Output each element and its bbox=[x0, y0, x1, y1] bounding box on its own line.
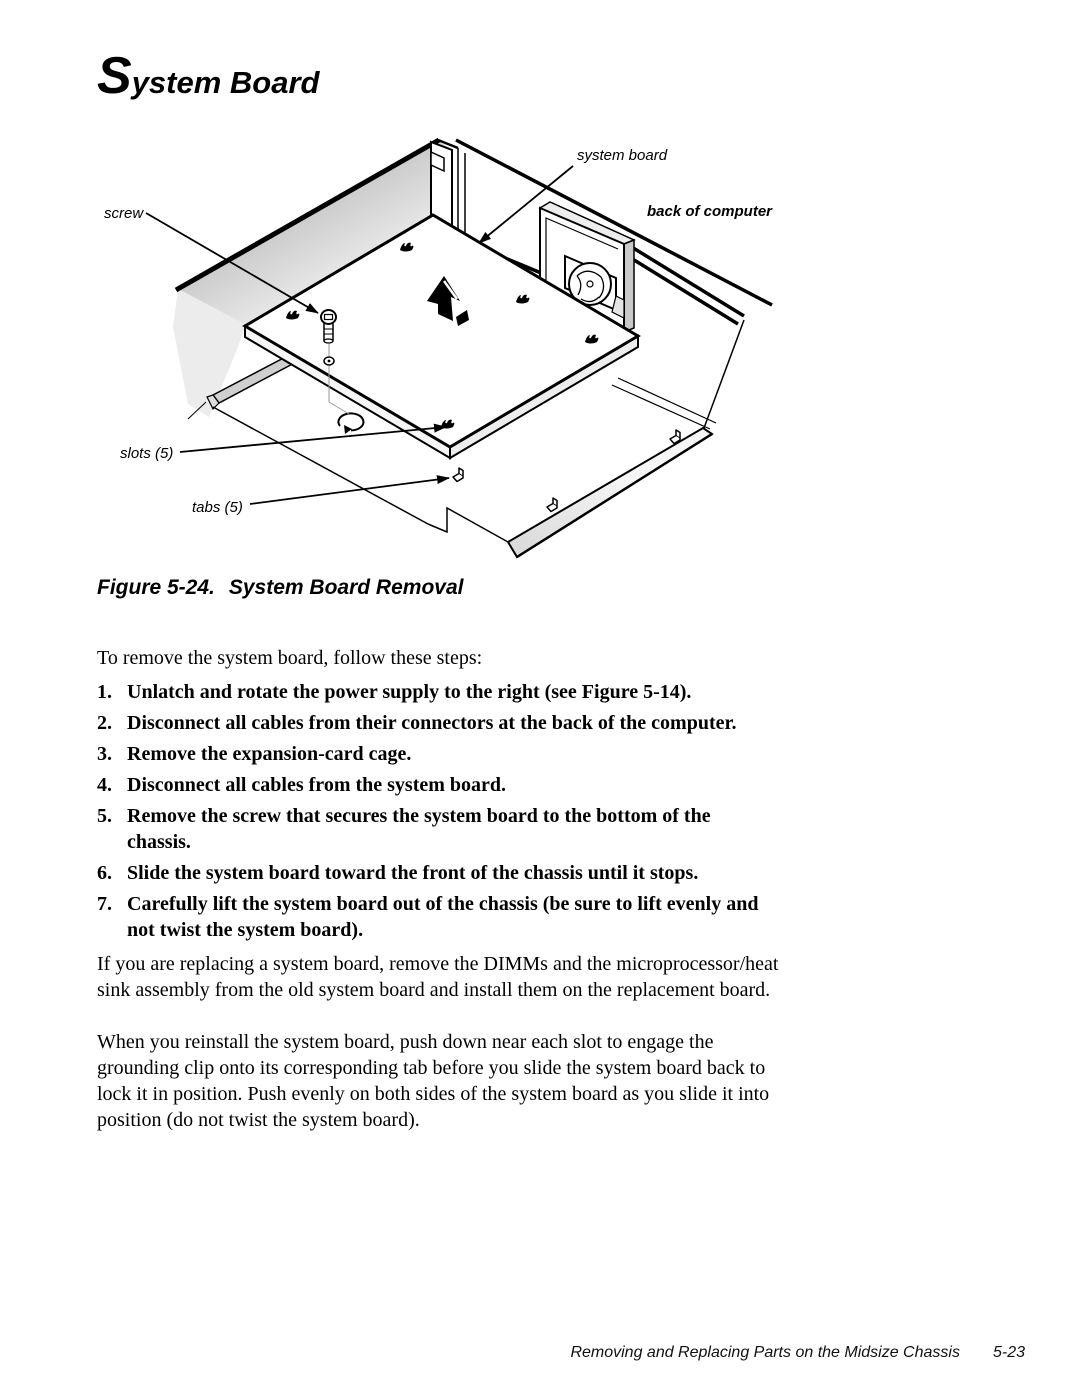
grounding-screw-hole bbox=[337, 412, 365, 435]
leader-screw bbox=[145, 212, 319, 314]
system-board bbox=[242, 213, 641, 460]
system-board-removal-illustration: screw system board back of computer slot… bbox=[104, 137, 773, 559]
step-item-5: Remove the screw that secures the system… bbox=[97, 803, 711, 853]
figure-caption-number: Figure 5-24. bbox=[97, 576, 215, 599]
label-tabs: tabs (5) bbox=[192, 499, 243, 516]
reinstall-note-paragraph: When you reinstall the system board, pus… bbox=[97, 1031, 770, 1131]
step-item-1: Unlatch and rotate the power supply to t… bbox=[97, 679, 692, 705]
floor-front-wall bbox=[506, 426, 714, 559]
step-item-2: Disconnect all cables from their connect… bbox=[97, 710, 737, 736]
label-screw: screw bbox=[104, 205, 144, 222]
page-footer: Removing and Replacing Parts on the Mids… bbox=[570, 1344, 1025, 1362]
figure-caption: Figure 5-24. System Board Removal bbox=[97, 576, 463, 600]
step-item-7: Carefully lift the system board out of t… bbox=[97, 891, 759, 941]
tab bbox=[669, 429, 681, 445]
footer-page-number: 5-23 bbox=[992, 1344, 1025, 1361]
step-item-4: Disconnect all cables from the system bo… bbox=[97, 772, 507, 798]
step-item-3: Remove the expansion-card cage. bbox=[97, 741, 412, 767]
tab bbox=[546, 497, 558, 513]
page-title-initial: S bbox=[97, 47, 132, 105]
leader-lines bbox=[145, 165, 574, 505]
chassis-floor bbox=[187, 235, 745, 559]
figure-caption-title: System Board Removal bbox=[228, 576, 464, 599]
label-slots: slots (5) bbox=[120, 445, 173, 462]
footer-chapter-title: Removing and Replacing Parts on the Mids… bbox=[570, 1344, 960, 1361]
label-system-board: system board bbox=[577, 147, 668, 164]
chassis-side-panel bbox=[173, 137, 773, 417]
intro-paragraph: To remove the system board, follow these… bbox=[97, 647, 483, 669]
body-text: To remove the system board, follow these… bbox=[97, 645, 797, 1133]
page-title: System Board bbox=[97, 50, 319, 102]
lift-arrow bbox=[427, 276, 469, 326]
screw-illustration bbox=[320, 309, 350, 415]
screw-head-icon bbox=[320, 309, 337, 325]
label-back-of-computer: back of computer bbox=[647, 203, 773, 220]
leader-tabs bbox=[249, 475, 450, 505]
tab bbox=[452, 467, 464, 483]
leader-slots bbox=[179, 423, 447, 453]
leader-system-board bbox=[478, 165, 574, 244]
figure-5-24-diagram: screw system board back of computer slot… bbox=[97, 128, 787, 568]
back-wall-top-edge bbox=[455, 138, 773, 307]
replacement-note-paragraph: If you are replacing a system board, rem… bbox=[97, 953, 779, 1001]
page-title-rest: ystem Board bbox=[131, 65, 320, 100]
removal-steps-list: Unlatch and rotate the power supply to t… bbox=[97, 679, 777, 943]
step-item-6: Slide the system board toward the front … bbox=[97, 860, 699, 886]
